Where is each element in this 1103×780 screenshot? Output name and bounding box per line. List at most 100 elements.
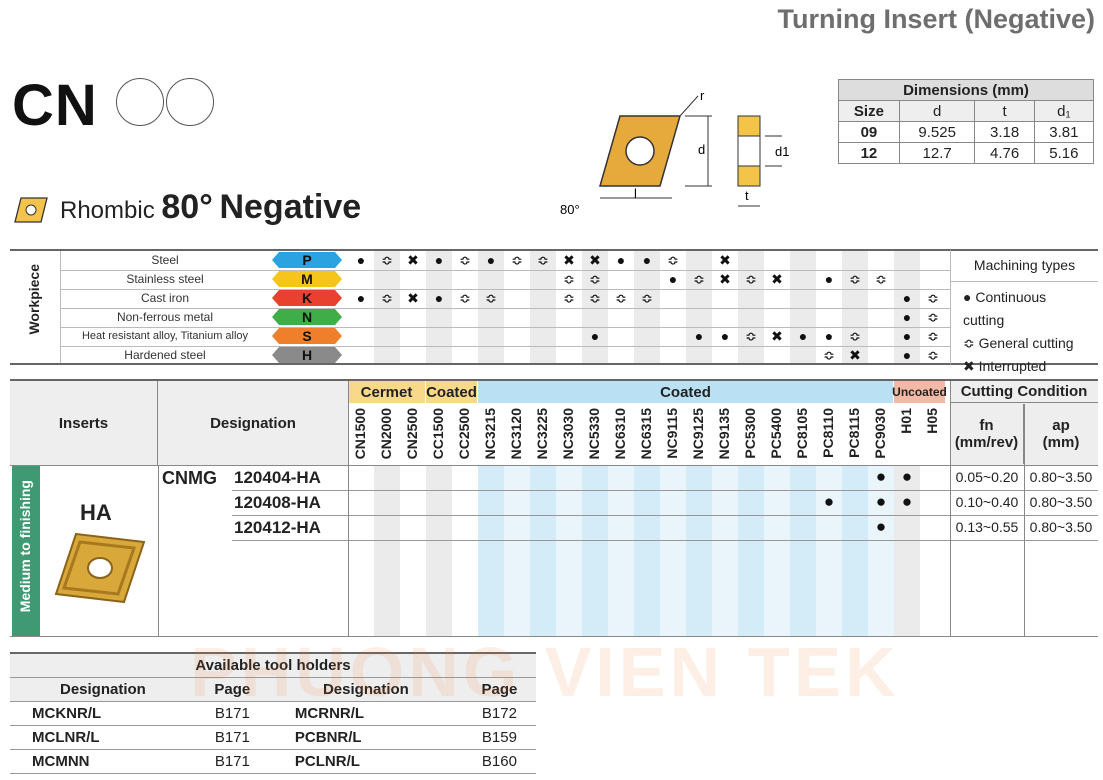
machining-mark: ● (434, 252, 444, 268)
grade-column-shade (374, 251, 400, 363)
table-row-divider (232, 490, 1098, 491)
ap-header: ap(mm) (1042, 417, 1080, 451)
ap-value: 0.80~3.50 (1029, 519, 1093, 535)
machining-legend: Machining types ● Continuous cutting ≎ G… (950, 249, 1098, 397)
availability-dot: ● (901, 492, 913, 511)
ap-value: 0.80~3.50 (1029, 494, 1093, 510)
label-divider (60, 251, 61, 363)
grade-column-shade (686, 251, 712, 363)
machining-mark: ● (616, 252, 626, 268)
grade-column-shade (764, 465, 790, 636)
grade-nc6310: NC6310 (612, 408, 628, 460)
machining-mark: ● (902, 290, 912, 306)
designation-header: Designation (210, 414, 296, 432)
machining-mark: ≎ (615, 290, 627, 306)
designation: 120408-HA (234, 493, 321, 512)
machining-mark: ✖ (849, 347, 861, 363)
machining-mark: ✖ (563, 252, 575, 268)
svg-text:l: l (634, 186, 637, 201)
row-divider (60, 270, 950, 271)
grade-nc9125: NC9125 (690, 408, 706, 460)
machining-mark: ● (720, 328, 730, 344)
tool-holders-title: Available tool holders (10, 652, 536, 678)
workpiece-name: Steel (151, 253, 179, 267)
ap-value: 0.80~3.50 (1029, 469, 1093, 485)
fn-value: 0.13~0.55 (955, 519, 1019, 535)
grade-column-shade (712, 465, 738, 636)
table-divider (10, 465, 1098, 466)
machining-mark: ≎ (693, 271, 705, 287)
grade-nc9115: NC9115 (664, 408, 680, 459)
grade-column-shade (634, 251, 660, 363)
machining-mark: ≎ (563, 290, 575, 306)
grade-column-shade (530, 251, 556, 363)
machining-mark: ● (694, 328, 704, 344)
grade-pc5300: PC5300 (742, 408, 758, 459)
grade-group-coated: Coated (426, 381, 478, 403)
machining-mark: ≎ (745, 328, 757, 344)
grade-nc3030: NC3030 (560, 408, 576, 460)
grade-nc3215: NC3215 (482, 408, 498, 460)
workpiece-label: Workpiece (26, 264, 42, 335)
table-divider (348, 381, 349, 637)
machining-mark: ● (486, 252, 496, 268)
workpiece-name: Heat resistant alloy, Titanium alloy (81, 330, 249, 342)
machining-mark: ≎ (459, 252, 471, 268)
grade-column-shade (686, 465, 712, 636)
machining-mark: ● (356, 290, 366, 306)
grade-column-shade (894, 251, 920, 363)
grade-column-shade (530, 465, 556, 636)
machining-mark: ≎ (849, 328, 861, 344)
machining-mark: ≎ (381, 290, 393, 306)
grade-column-shade (634, 465, 660, 636)
table-divider (950, 381, 951, 637)
dimensions-title: Dimensions (mm) (838, 79, 1094, 101)
machining-mark: ✖ (407, 290, 419, 306)
svg-text:d1: d1 (775, 144, 789, 159)
code-placeholder-circle (166, 78, 214, 126)
insert-code: CN (12, 73, 98, 138)
machining-mark: ≎ (511, 252, 523, 268)
grade-cn2000: CN2000 (378, 408, 394, 460)
inserts-header: Inserts (10, 381, 158, 465)
grade-column-shade (374, 465, 400, 636)
machining-mark: ≎ (537, 252, 549, 268)
machining-mark: ≎ (927, 328, 939, 344)
grade-column-shade (738, 251, 764, 363)
application-label: Medium to finishing (17, 480, 33, 613)
application-side-bar (12, 465, 40, 636)
grade-column-shade (842, 465, 868, 636)
machining-mark: ● (642, 252, 652, 268)
machining-mark: ≎ (641, 290, 653, 306)
machining-mark: ≎ (589, 271, 601, 287)
machining-mark: ● (902, 347, 912, 363)
availability-dot: ● (875, 517, 887, 536)
grade-column-shade (478, 251, 504, 363)
machining-mark: ✖ (407, 252, 419, 268)
designation-prefix: CNMG (162, 468, 217, 488)
machining-mark: ✖ (771, 328, 783, 344)
grade-column-shade (582, 465, 608, 636)
grade-pc8115: PC8115 (846, 408, 862, 458)
grade-column-shade (608, 465, 634, 636)
grade-column-shade (504, 465, 530, 636)
row-divider (60, 327, 950, 328)
table-row-divider (232, 540, 1098, 541)
grade-group-coated: Coated (478, 381, 894, 403)
machining-mark: ● (902, 309, 912, 325)
grade-cc1500: CC1500 (430, 408, 446, 460)
machining-mark: ≎ (875, 271, 887, 287)
machining-mark: ≎ (927, 347, 939, 363)
insert-table (10, 379, 1098, 637)
grade-h01: H01 (898, 408, 914, 434)
grade-column-shade (660, 465, 686, 636)
code-placeholder-circle (116, 78, 164, 126)
grade-nc3120: NC3120 (508, 408, 524, 460)
machining-mark: ✖ (771, 271, 783, 287)
machining-mark: ● (434, 290, 444, 306)
machining-mark: ≎ (381, 252, 393, 268)
table-divider (1024, 404, 1025, 637)
shape-label: Rhombic 80° Negative (60, 188, 362, 226)
workpiece-letter-h: H (272, 347, 342, 363)
